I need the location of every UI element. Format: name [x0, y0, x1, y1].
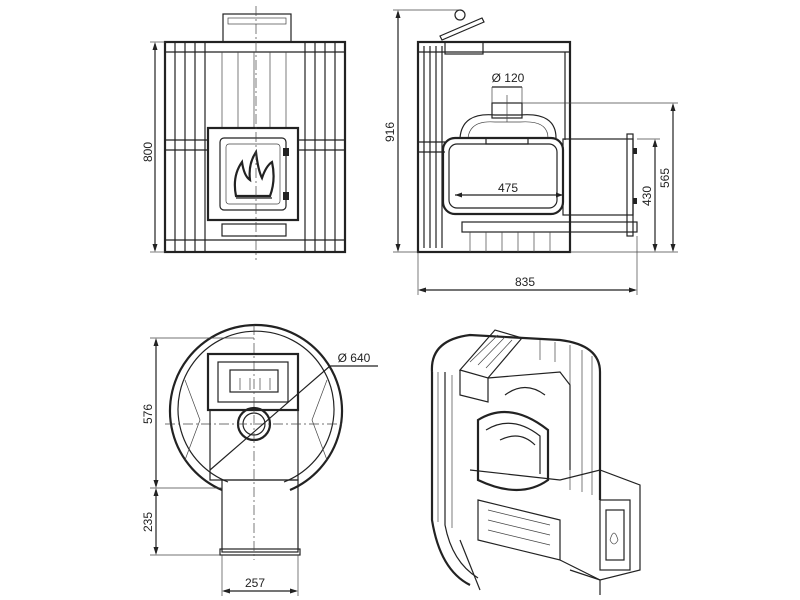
depth-label: 835 — [515, 275, 535, 289]
flue-height-label: 565 — [658, 168, 672, 188]
isometric-view — [430, 329, 641, 595]
tunnel-width-label: 257 — [245, 576, 265, 590]
firebox-width-label: 475 — [498, 181, 518, 195]
front-view: 800 — [141, 6, 347, 260]
front-height-label: 800 — [141, 142, 155, 162]
tunnel-length-label: 235 — [141, 512, 155, 532]
body-diameter-label: Ø 640 — [338, 351, 371, 365]
top-view: Ø 640 576 235 257 — [141, 323, 378, 596]
door-height-label: 430 — [640, 186, 654, 206]
flame-emblem — [233, 148, 275, 198]
body-depth-label: 576 — [141, 404, 155, 424]
side-height-label: 916 — [383, 122, 397, 142]
side-view: Ø 120 475 916 430 565 835 — [383, 9, 678, 295]
flue-diameter-label: Ø 120 — [492, 71, 525, 85]
